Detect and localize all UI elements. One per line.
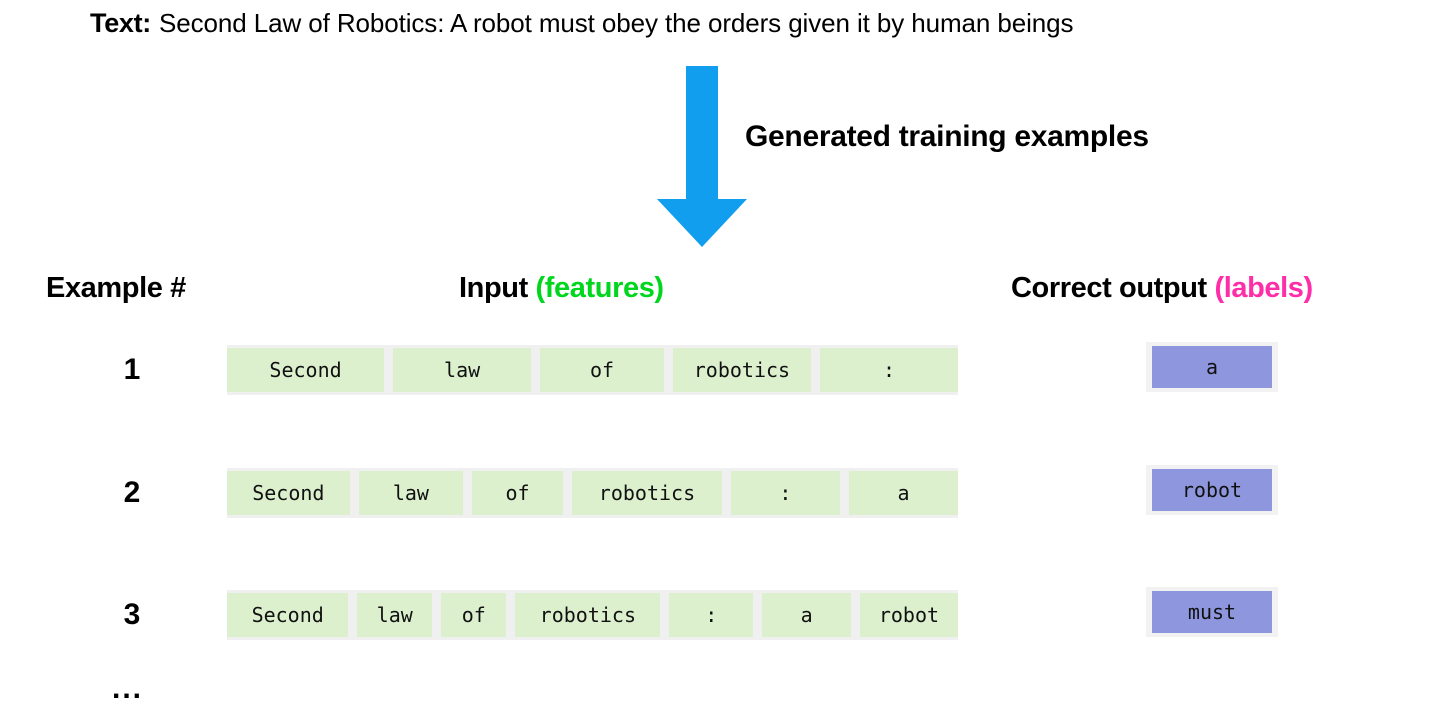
feature-token-cell: : [669, 593, 754, 637]
feature-token-cell: robotics [672, 348, 811, 392]
feature-token-cell: of [441, 593, 507, 637]
label-cell: must [1152, 591, 1272, 633]
column-header-output: Correct output (labels) [1011, 272, 1313, 305]
column-header-input-accent: (features) [535, 272, 665, 304]
feature-token-cell: of [540, 348, 664, 392]
label-cell-wrapper: robot [1146, 465, 1278, 515]
example-number: 1 [123, 353, 141, 386]
feature-token-cell: law [357, 593, 433, 637]
label-cell: a [1152, 346, 1272, 388]
column-header-output-main: Correct output [1011, 272, 1207, 304]
source-text-line: Text: Second Law of Robotics: A robot mu… [90, 8, 1074, 39]
label-cell-wrapper: must [1146, 587, 1278, 637]
column-header-input: Input (features) [459, 272, 664, 305]
feature-token-cell: Second [227, 593, 349, 637]
feature-token-cell: law [358, 471, 464, 515]
label-cell: robot [1152, 469, 1272, 511]
label-cell-wrapper: a [1146, 342, 1278, 392]
feature-token-cell: robotics [572, 471, 722, 515]
continuation-ellipsis: ... [112, 672, 144, 705]
column-header-input-main: Input [459, 272, 528, 304]
source-text-value: Second Law of Robotics: A robot must obe… [159, 8, 1074, 38]
column-header-example: Example # [46, 272, 186, 304]
down-arrow-icon [655, 66, 749, 248]
feature-token-cell: Second [227, 471, 350, 515]
feature-token-cell: Second [227, 348, 385, 392]
feature-token-cell: a [848, 471, 958, 515]
feature-token-cell: : [819, 348, 958, 392]
feature-token-cell: of [472, 471, 563, 515]
column-header-output-accent: (labels) [1214, 272, 1313, 304]
feature-token-cell: robotics [515, 593, 661, 637]
arrow-caption: Generated training examples [745, 120, 1149, 153]
feature-token-cell: robot [859, 593, 958, 637]
source-text-label: Text: [90, 8, 152, 38]
feature-token-cell: law [393, 348, 532, 392]
example-number: 2 [123, 476, 141, 509]
feature-token-cell: a [762, 593, 851, 637]
feature-token-cell: : [730, 471, 840, 515]
example-number: 3 [123, 598, 141, 631]
